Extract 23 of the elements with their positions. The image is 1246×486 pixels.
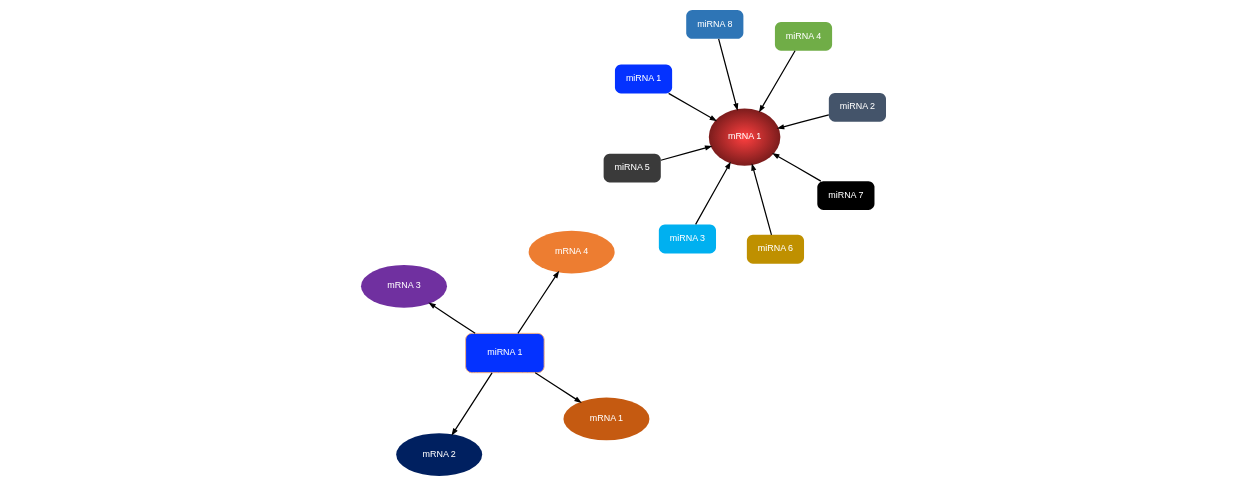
node-box: miRNA 1 (464, 332, 545, 374)
arrow (771, 152, 821, 182)
arrow (659, 145, 712, 161)
node-box: miRNA 1 (614, 64, 672, 94)
arrow (694, 161, 731, 225)
node-box: miRNA 3 (658, 224, 716, 254)
node-ellipse: mRNA 4 (528, 230, 615, 274)
node-box: miRNA 4 (774, 21, 832, 51)
arrow (776, 114, 829, 130)
node-box: miRNA 6 (746, 234, 804, 264)
node-box: miRNA 8 (685, 10, 743, 39)
arrow (750, 163, 772, 236)
arrow (450, 372, 493, 436)
arrow (534, 372, 582, 403)
arrow (427, 302, 476, 334)
arrow (717, 38, 738, 111)
arrow (758, 50, 796, 113)
arrow (667, 92, 717, 122)
node-box: miRNA 5 (603, 153, 661, 183)
arrow (516, 270, 559, 334)
node-box: miRNA 2 (828, 92, 886, 122)
node-ellipse: mRNA 2 (395, 433, 482, 476)
node-box: miRNA 7 (816, 181, 874, 210)
